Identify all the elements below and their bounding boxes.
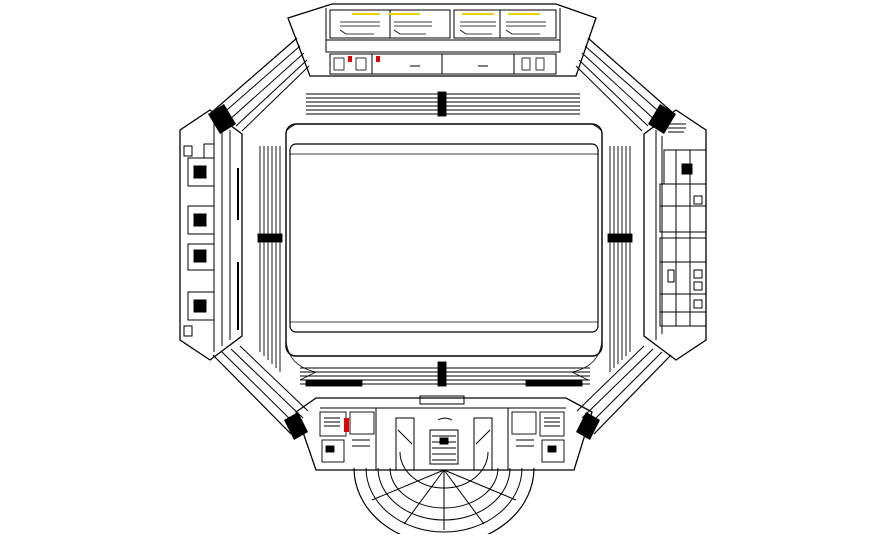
north-seating-tiers — [306, 91, 580, 117]
pitch-inner-boundary — [289, 143, 599, 333]
north-stand-stair-details — [333, 57, 545, 71]
north-stand-red-marks — [348, 56, 380, 62]
south-stand-red-marks — [344, 418, 349, 432]
north-stand-seating-rows — [339, 21, 546, 35]
west-seating-tiers — [257, 146, 283, 372]
east-stand-rooms — [659, 123, 707, 327]
east-stand-building — [643, 109, 707, 361]
north-stand-building — [287, 3, 597, 77]
pitch — [285, 123, 603, 381]
south-seating-tiers — [300, 361, 590, 387]
outer-concourse-rings — [211, 37, 673, 435]
south-stand-building — [295, 395, 593, 471]
pitch-outer-boundary — [285, 123, 603, 357]
south-entrance-plaza — [353, 417, 535, 538]
west-stand-building — [179, 109, 243, 361]
west-stand-rooms — [183, 143, 239, 337]
east-seating-tiers — [607, 146, 633, 372]
